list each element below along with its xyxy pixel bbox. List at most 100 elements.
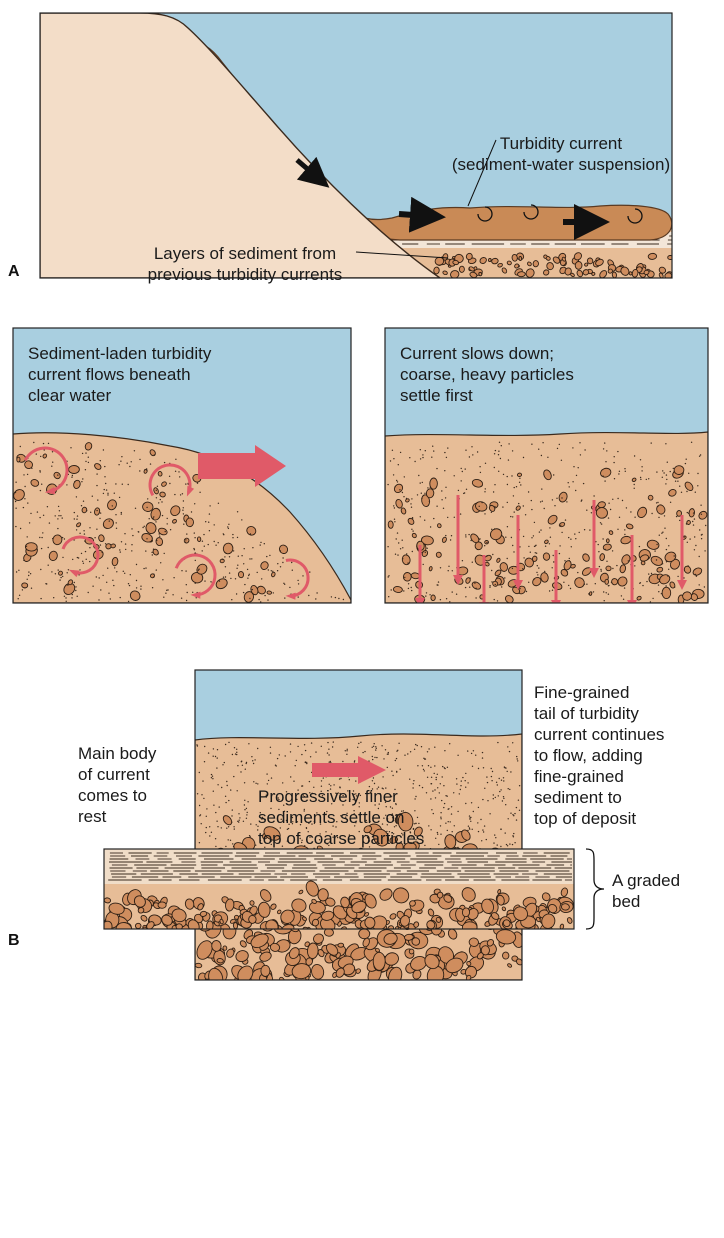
- sediment-dot: [145, 567, 146, 568]
- sediment-dot: [197, 793, 198, 794]
- sediment-dot: [191, 511, 192, 512]
- sediment-dot: [421, 746, 422, 747]
- progressively-finer-label: Progressively finer sediments settle on …: [258, 786, 518, 849]
- sediment-dot: [538, 449, 539, 450]
- sediment-dot: [258, 599, 259, 600]
- sediment-dot: [498, 454, 499, 455]
- sediment-dot: [409, 457, 410, 458]
- sediment-dot: [676, 516, 677, 517]
- sediment-dot: [224, 762, 225, 763]
- sediment-dot: [213, 791, 214, 792]
- sediment-dot: [169, 483, 170, 484]
- sediment-dot: [569, 486, 570, 487]
- sediment-dot: [252, 547, 253, 548]
- sediment-dot: [599, 566, 600, 567]
- sediment-dot: [508, 459, 509, 460]
- pebble: [475, 542, 483, 550]
- sediment-dot: [302, 575, 303, 576]
- sediment-dot: [393, 458, 394, 459]
- sediment-dot: [465, 596, 466, 597]
- pebble: [426, 488, 434, 498]
- sediment-dot: [153, 518, 154, 519]
- sediment-dot: [199, 815, 200, 816]
- sediment-dot: [568, 482, 569, 483]
- sediment-dot: [447, 447, 448, 448]
- sediment-dot: [568, 537, 569, 538]
- sediment-dot: [311, 742, 312, 743]
- sediment-dot: [656, 559, 657, 560]
- sediment-dot: [107, 493, 108, 494]
- sediment-dot: [28, 571, 29, 572]
- sediment-dot: [105, 483, 106, 484]
- sediment-dot: [33, 442, 34, 443]
- sediment-dot: [333, 741, 334, 742]
- sediment-dot: [606, 592, 607, 593]
- sediment-dot: [589, 529, 590, 530]
- sediment-dot: [634, 565, 635, 566]
- sediment-dot: [206, 808, 207, 809]
- sediment-dot: [347, 749, 348, 750]
- sediment-dot: [214, 541, 215, 542]
- sediment-dot: [480, 472, 481, 473]
- sediment-dot: [308, 595, 309, 596]
- sediment-dot: [683, 577, 684, 578]
- sediment-dot: [244, 804, 245, 805]
- sediment-dot: [617, 498, 618, 499]
- sediment-dot: [518, 503, 519, 504]
- sediment-dot: [27, 579, 28, 580]
- sediment-dot: [175, 459, 176, 460]
- sediment-dot: [236, 754, 237, 755]
- sediment-dot: [403, 496, 404, 497]
- pebble: [250, 901, 254, 906]
- sediment-dot: [491, 570, 492, 571]
- sediment-dot: [630, 511, 631, 512]
- pebble: [502, 952, 509, 959]
- sediment-dot: [342, 761, 343, 762]
- sediment-dot: [160, 562, 161, 563]
- sediment-dot: [230, 789, 231, 790]
- sediment-dot: [77, 596, 78, 597]
- sediment-dot: [445, 497, 446, 498]
- sediment-dot: [26, 546, 27, 547]
- sediment-dot: [41, 548, 42, 549]
- sediment-dot: [561, 460, 562, 461]
- sediment-dot: [534, 522, 535, 523]
- pebble: [388, 521, 393, 529]
- sediment-dot: [290, 776, 291, 777]
- sediment-dot: [699, 584, 700, 585]
- sediment-dot: [387, 546, 388, 547]
- sediment-dot: [81, 481, 82, 482]
- sediment-dot: [441, 499, 442, 500]
- sediment-dot: [42, 532, 43, 533]
- sediment-dot: [162, 579, 163, 580]
- sediment-dot: [250, 533, 251, 534]
- sediment-dot: [57, 528, 58, 529]
- sediment-dot: [513, 551, 514, 552]
- sediment-dot: [24, 486, 25, 487]
- pebble: [596, 507, 608, 518]
- sediment-dot: [253, 763, 254, 764]
- sediment-dot: [124, 533, 125, 534]
- sediment-dot: [174, 494, 175, 495]
- sediment-dot: [60, 515, 61, 516]
- sediment-dot: [252, 589, 253, 590]
- sediment-dot: [452, 591, 453, 592]
- sediment-dot: [434, 747, 435, 748]
- sediment-dot: [89, 547, 90, 548]
- sediment-dot: [444, 750, 445, 751]
- sediment-dot: [282, 782, 283, 783]
- sediment-dot: [15, 508, 16, 509]
- sediment-dot: [523, 557, 524, 558]
- pebble: [158, 471, 163, 476]
- sediment-dot: [396, 771, 397, 772]
- sediment-dot: [103, 449, 104, 450]
- sediment-dot: [239, 820, 240, 821]
- sediment-dot: [431, 457, 432, 458]
- sediment-dot: [602, 538, 603, 539]
- sediment-dot: [96, 576, 97, 577]
- sediment-dot: [82, 478, 83, 479]
- sediment-dot: [374, 743, 375, 744]
- sediment-dot: [512, 450, 513, 451]
- sediment-dot: [225, 566, 226, 567]
- sediment-dot: [420, 482, 421, 483]
